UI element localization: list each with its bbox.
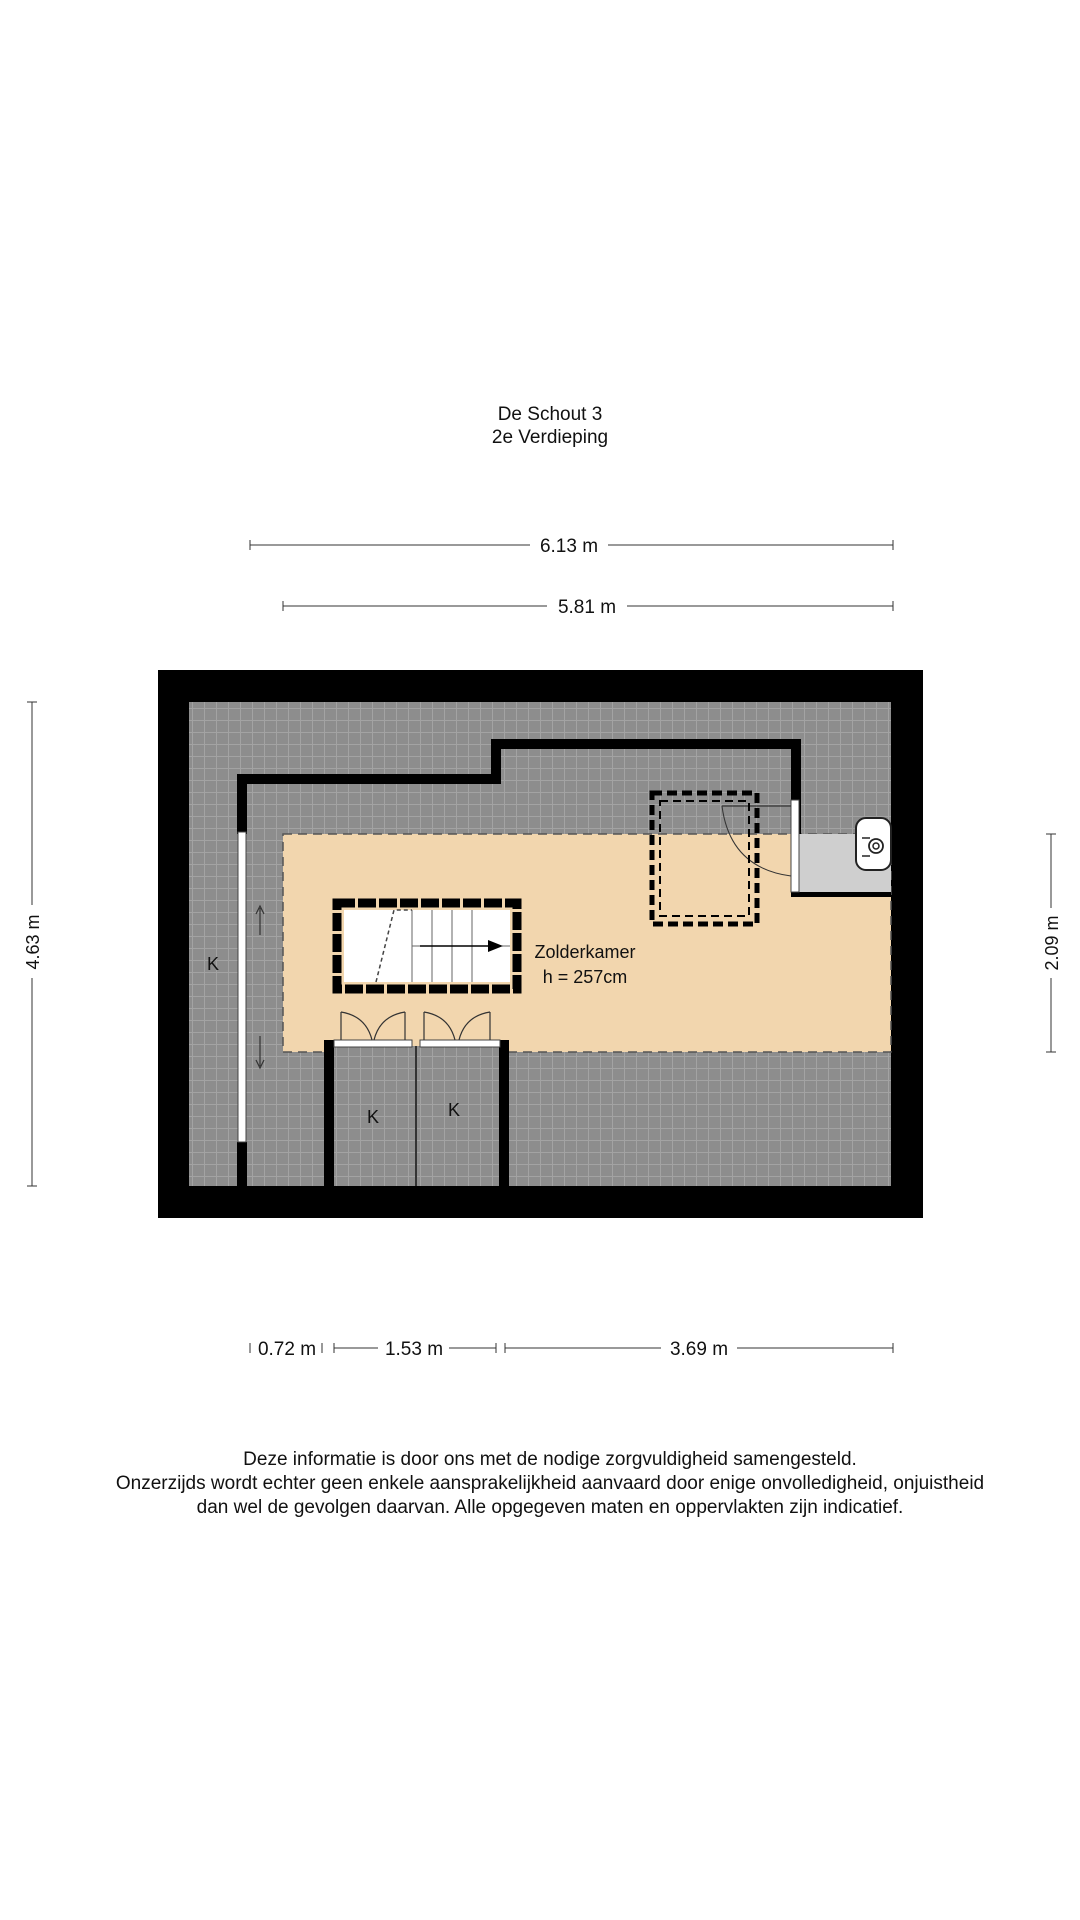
roof-hatch-inner — [659, 800, 750, 917]
room-label-k-closet1: K — [367, 1107, 379, 1127]
dim-seg-right-label: 3.69 m — [670, 1339, 728, 1360]
boiler-dial-center — [872, 842, 880, 850]
dim-room-depth — [1046, 833, 1056, 1053]
arrow-head-up — [255, 904, 265, 915]
dim-outer-width — [249, 540, 894, 550]
disclaimer-line-2: Onzerzijds wordt echter geen enkele aans… — [115, 1473, 985, 1494]
tech-door-swing — [721, 805, 792, 877]
tech-door-frame — [790, 799, 800, 893]
floor-title: 2e Verdieping — [491, 427, 609, 448]
sliding-panel — [237, 831, 247, 1143]
closet-front-2 — [419, 1039, 501, 1048]
dim-inner-width — [282, 601, 894, 611]
room-label-zolderkamer: Zolderkamer — [534, 942, 635, 962]
dim-depth — [27, 701, 37, 1187]
dim-inner-width-label: 5.81 m — [558, 597, 616, 618]
dim-outer-width-label: 6.13 m — [540, 536, 598, 557]
arrow-head-down — [255, 1059, 265, 1070]
stair-edge — [375, 909, 412, 983]
closet-door-swings — [340, 1011, 491, 1041]
dim-seg-left-label: 0.72 m — [258, 1339, 316, 1360]
stair-direction-arrow — [488, 940, 503, 952]
closet-front-1 — [333, 1039, 413, 1048]
disclaimer-line-1: Deze informatie is door ons met de nodig… — [243, 1449, 857, 1470]
room-label-k-left: K — [207, 954, 219, 974]
stair-wall — [332, 898, 522, 994]
dim-room-depth-label: 2.09 m — [1042, 915, 1062, 970]
dim-bottom-segments — [249, 1343, 894, 1353]
dim-depth-label: 4.63 m — [23, 914, 43, 969]
disclaimer: Deze informatie is door ons met de nodig… — [40, 1448, 1060, 1520]
roof-hatch-outer — [649, 790, 760, 927]
address-title: De Schout 3 — [497, 404, 603, 425]
disclaimer-line-3: dan wel de gevolgen daarvan. Alle opgege… — [196, 1497, 904, 1518]
dim-seg-mid-label: 1.53 m — [385, 1339, 443, 1360]
boiler-dial — [868, 838, 884, 854]
room-label-height: h = 257cm — [543, 967, 628, 987]
room-label-k-closet2: K — [448, 1100, 460, 1120]
